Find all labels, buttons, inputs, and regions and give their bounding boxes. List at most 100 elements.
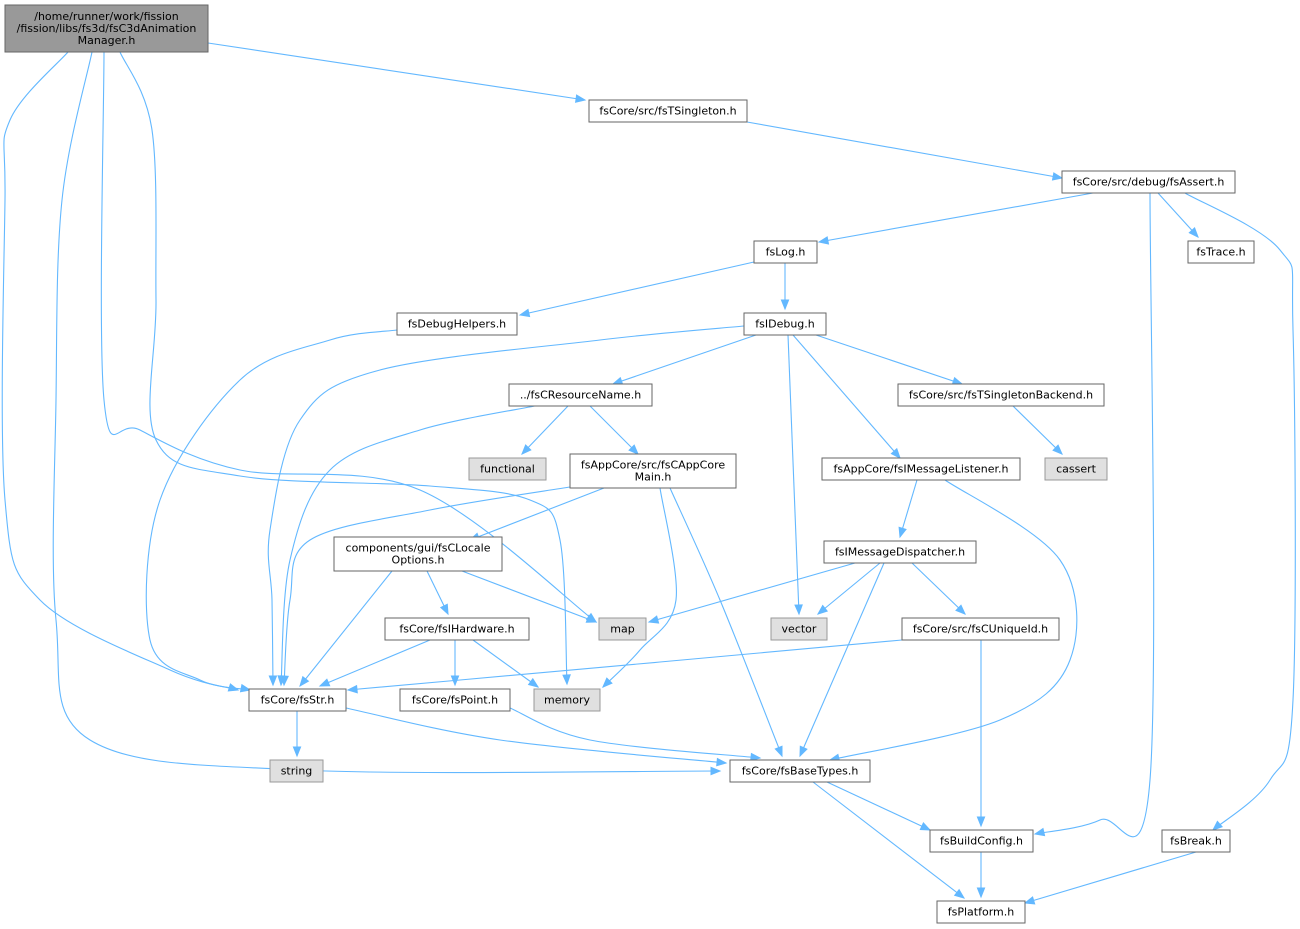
node-box-point — [399, 688, 511, 712]
node-break[interactable]: fsBreak.h — [1161, 829, 1231, 853]
edge-assert-to-trace — [1157, 192, 1199, 238]
node-tsingleton[interactable]: fsCore/src/fsTSingleton.h — [588, 99, 748, 123]
node-box-platform — [936, 900, 1026, 924]
node-buildconfig[interactable]: fsBuildConfig.h — [929, 829, 1034, 853]
node-tsbackend[interactable]: fsCore/src/fsTSingletonBackend.h — [897, 383, 1105, 407]
node-label-str: fsCore/fsStr.h — [261, 694, 335, 707]
node-box-idebug — [743, 312, 827, 336]
node-box-uniqueid — [901, 617, 1060, 641]
edge-uniqueid-to-buildconfig — [976, 640, 986, 828]
node-vector: vector — [770, 617, 828, 641]
node-assert[interactable]: fsCore/src/debug/fsAssert.h — [1061, 170, 1236, 194]
node-label-platform: fsPlatform.h — [948, 906, 1014, 919]
node-box-str — [248, 688, 347, 712]
edge-assert-to-buildconfig — [1033, 192, 1155, 838]
node-box-tsingleton — [588, 99, 748, 123]
node-label-tsbackend: fsCore/src/fsTSingletonBackend.h — [909, 389, 1093, 402]
node-log[interactable]: fsLog.h — [753, 240, 818, 264]
node-label-basetypes: fsCore/fsBaseTypes.h — [742, 765, 859, 778]
node-functional: functional — [468, 457, 547, 481]
node-box-debughelpers — [396, 312, 518, 336]
node-label-root: /home/runner/work/fission — [34, 10, 179, 23]
node-label-root: Manager.h — [78, 34, 136, 47]
node-root[interactable]: /home/runner/work/fission/fission/libs/f… — [4, 4, 209, 53]
edge-tsbackend-to-cassert — [1012, 405, 1063, 455]
node-label-hardware: fsCore/fsIHardware.h — [399, 623, 514, 636]
edge-appcoremain-to-memory — [602, 487, 677, 688]
edge-tsingleton-to-assert — [746, 121, 1064, 181]
node-label-appcoremain: Main.h — [635, 471, 672, 484]
node-hardware[interactable]: fsCore/fsIHardware.h — [384, 617, 530, 641]
node-point[interactable]: fsCore/fsPoint.h — [399, 688, 511, 712]
node-map: map — [598, 617, 647, 641]
node-idebug[interactable]: fsIDebug.h — [743, 312, 827, 336]
node-box-appcoremain — [569, 453, 737, 489]
node-label-locale: Options.h — [392, 554, 445, 567]
node-label-appcoremain: fsAppCore/src/fsCAppCore — [581, 459, 725, 472]
node-label-string: string — [281, 765, 313, 778]
node-box-memory — [533, 688, 601, 712]
node-msglistener[interactable]: fsAppCore/fsIMessageListener.h — [821, 457, 1021, 481]
node-resname[interactable]: ../fsCResourceName.h — [508, 383, 653, 407]
node-label-buildconfig: fsBuildConfig.h — [940, 835, 1023, 848]
edge-str-to-string — [292, 711, 302, 758]
node-label-log: fsLog.h — [766, 246, 806, 259]
node-label-msgdispatcher: fsIMessageDispatcher.h — [835, 546, 965, 559]
edge-hardware-to-point — [450, 640, 460, 687]
edge-resname-to-functional — [521, 405, 569, 455]
edge-basetypes-to-platform — [812, 781, 966, 899]
nodes-layer: /home/runner/work/fission/fission/libs/f… — [4, 4, 1255, 924]
node-label-vector: vector — [782, 623, 817, 636]
edges-layer — [1, 42, 1296, 905]
node-debughelpers[interactable]: fsDebugHelpers.h — [396, 312, 518, 336]
edge-buildconfig-to-platform — [976, 852, 986, 899]
edge-msgdispatcher-to-basetypes — [799, 562, 885, 758]
node-label-debughelpers: fsDebugHelpers.h — [408, 318, 506, 331]
edge-idebug-to-str — [267, 325, 745, 687]
edge-idebug-to-msglistener — [792, 334, 901, 460]
edge-hardware-to-memory — [472, 639, 540, 688]
node-trace[interactable]: fsTrace.h — [1187, 240, 1255, 264]
edge-appcoremain-to-locale — [468, 487, 605, 541]
edge-debughelpers-to-str — [145, 329, 398, 693]
node-label-tsingleton: fsCore/src/fsTSingleton.h — [599, 105, 736, 118]
node-string: string — [269, 759, 324, 783]
node-box-resname — [508, 383, 653, 407]
edge-break-to-platform — [1023, 851, 1197, 905]
node-box-log — [753, 240, 818, 264]
node-msgdispatcher[interactable]: fsIMessageDispatcher.h — [823, 540, 977, 564]
node-box-map — [598, 617, 647, 641]
node-basetypes[interactable]: fsCore/fsBaseTypes.h — [729, 759, 871, 783]
edge-point-to-basetypes — [509, 707, 762, 762]
node-box-hardware — [384, 617, 530, 641]
node-box-msglistener — [821, 457, 1021, 481]
edge-msgdispatcher-to-vector — [816, 562, 881, 615]
node-platform[interactable]: fsPlatform.h — [936, 900, 1026, 924]
edge-idebug-to-vector — [787, 334, 803, 616]
edge-idebug-to-resname — [611, 334, 757, 386]
node-box-tsbackend — [897, 383, 1105, 407]
edge-locale-to-hardware — [426, 570, 449, 616]
node-label-assert: fsCore/src/debug/fsAssert.h — [1073, 176, 1225, 189]
node-label-idebug: fsIDebug.h — [755, 318, 815, 331]
node-str[interactable]: fsCore/fsStr.h — [248, 688, 347, 712]
edge-root-to-memory — [119, 51, 571, 686]
node-box-msgdispatcher — [823, 540, 977, 564]
node-label-resname: ../fsCResourceName.h — [520, 389, 641, 402]
node-memory: memory — [533, 688, 601, 712]
node-box-basetypes — [729, 759, 871, 783]
edge-root-to-basetypes — [52, 51, 722, 776]
node-cassert: cassert — [1044, 457, 1108, 481]
node-label-locale: components/gui/fsCLocale — [346, 542, 491, 555]
edge-log-to-idebug — [780, 263, 790, 311]
edge-msgdispatcher-to-uniqueid — [911, 562, 966, 615]
edge-locale-to-str — [299, 570, 393, 688]
edge-assert-to-log — [817, 192, 1094, 245]
node-uniqueid[interactable]: fsCore/src/fsCUniqueId.h — [901, 617, 1060, 641]
edge-basetypes-to-buildconfig — [826, 781, 932, 831]
edge-root-to-str — [1, 51, 240, 692]
node-box-break — [1161, 829, 1231, 853]
